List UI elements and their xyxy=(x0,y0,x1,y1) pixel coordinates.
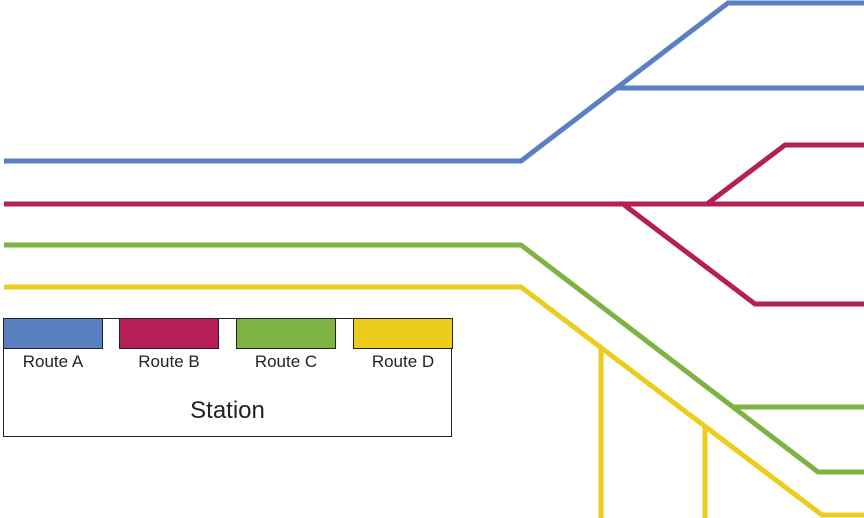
route-d-main-track xyxy=(4,284,864,518)
route-c-label: Route C xyxy=(254,352,318,371)
route-d-swatch xyxy=(353,318,453,349)
route-b-swatch xyxy=(119,318,219,349)
route-b-lower-branch-track xyxy=(621,202,864,307)
route-d-label: Route D xyxy=(371,352,435,371)
route-c-swatch xyxy=(236,318,336,349)
route-a-main-track xyxy=(4,0,864,164)
route-b-label: Route B xyxy=(138,352,200,371)
route-b-upper-branch-track xyxy=(705,142,864,206)
station-box: Route A Route B Route C Route D Station xyxy=(3,318,453,437)
route-c-main-track xyxy=(4,242,864,475)
route-a-label: Route A xyxy=(22,352,84,371)
route-a-swatch xyxy=(3,318,103,349)
station-name: Station xyxy=(190,397,265,424)
